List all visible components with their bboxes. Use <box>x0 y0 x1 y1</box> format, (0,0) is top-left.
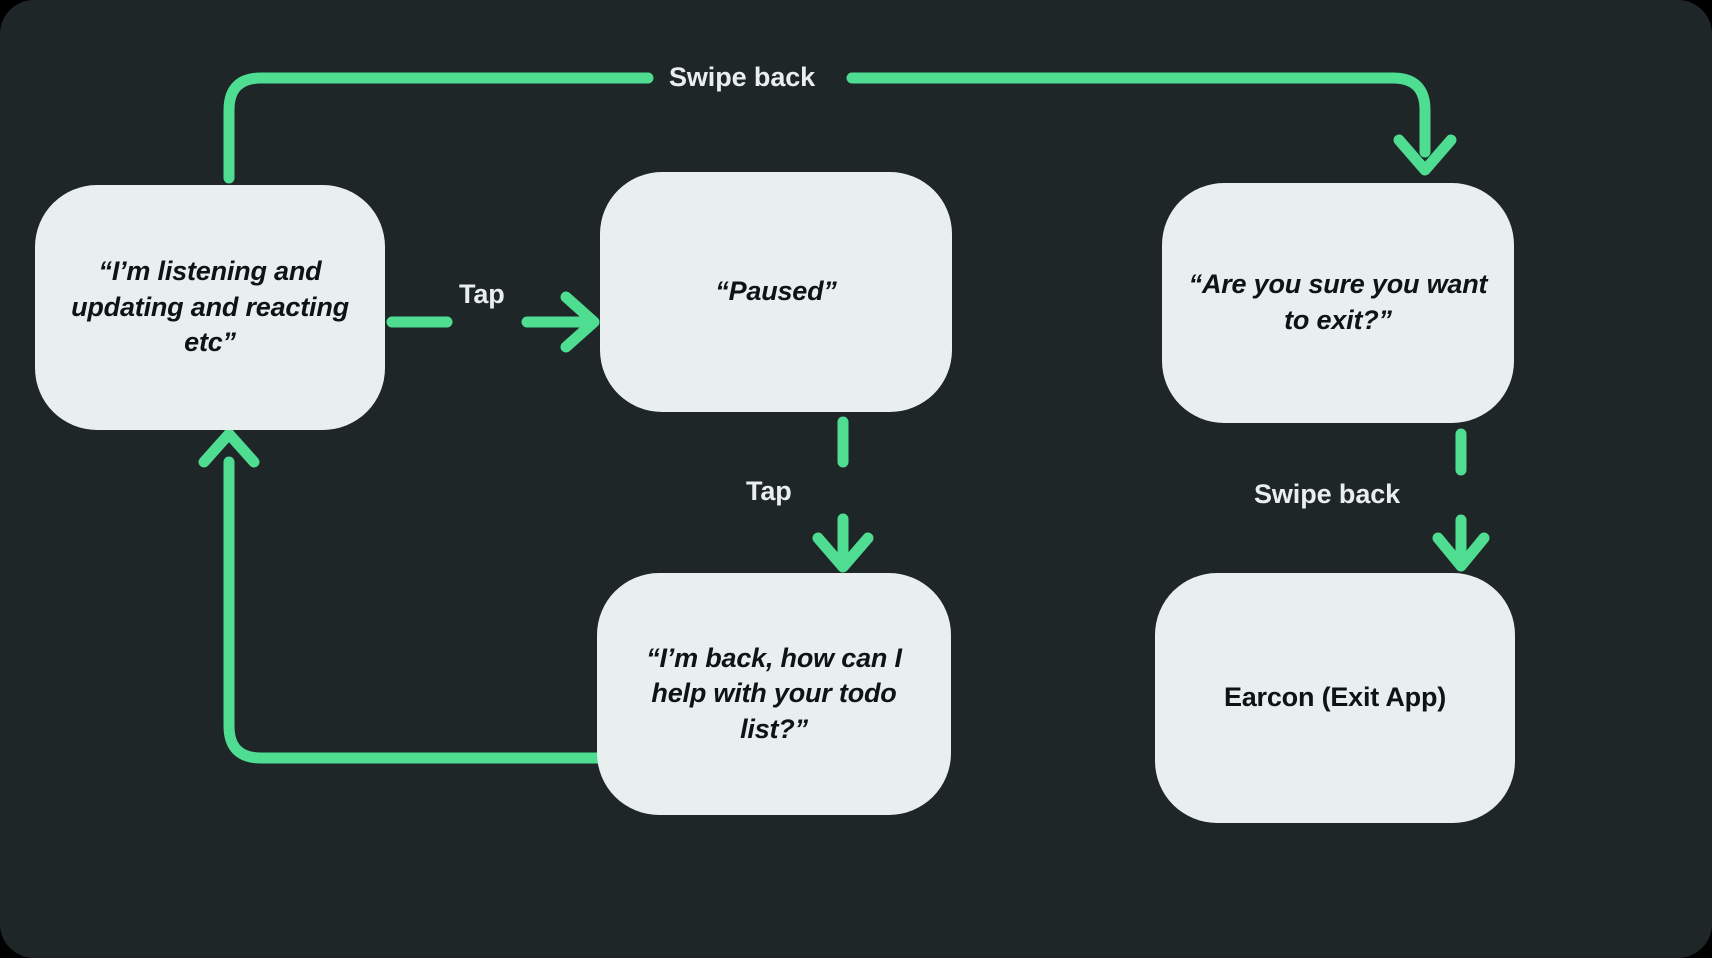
node-back-label: “I’m back, how can I help with your todo… <box>646 642 902 744</box>
edge-label-swipe-back-right: Swipe back <box>1254 479 1401 509</box>
node-exit-confirm-label: “Are you sure you want to exit?” <box>1188 269 1488 335</box>
node-exit-confirm[interactable]: “Are you sure you want to exit?” <box>1162 183 1514 423</box>
node-back[interactable]: “I’m back, how can I help with your todo… <box>597 573 951 815</box>
edge-label-tap-horizontal: Tap <box>459 279 505 309</box>
edge-label-tap-vertical: Tap <box>746 476 792 506</box>
edge-back-to-listening <box>198 428 649 764</box>
edge-exit-to-earcon <box>1432 428 1490 572</box>
edge-listening-to-paused <box>386 291 600 353</box>
node-listening[interactable]: “I’m listening and updating and reacting… <box>35 185 385 430</box>
edge-paused-to-back <box>812 416 874 573</box>
node-earcon-label: Earcon (Exit App) <box>1223 682 1447 713</box>
node-listening-label: “I’m listening and updating and reacting… <box>71 256 349 358</box>
edge-label-swipe-back-top: Swipe back <box>669 62 816 92</box>
edge-listening-to-exit <box>223 72 1457 184</box>
node-paused-label: “Paused” <box>715 276 837 307</box>
node-earcon[interactable]: Earcon (Exit App) <box>1155 573 1515 823</box>
node-paused[interactable]: “Paused” <box>600 172 952 412</box>
